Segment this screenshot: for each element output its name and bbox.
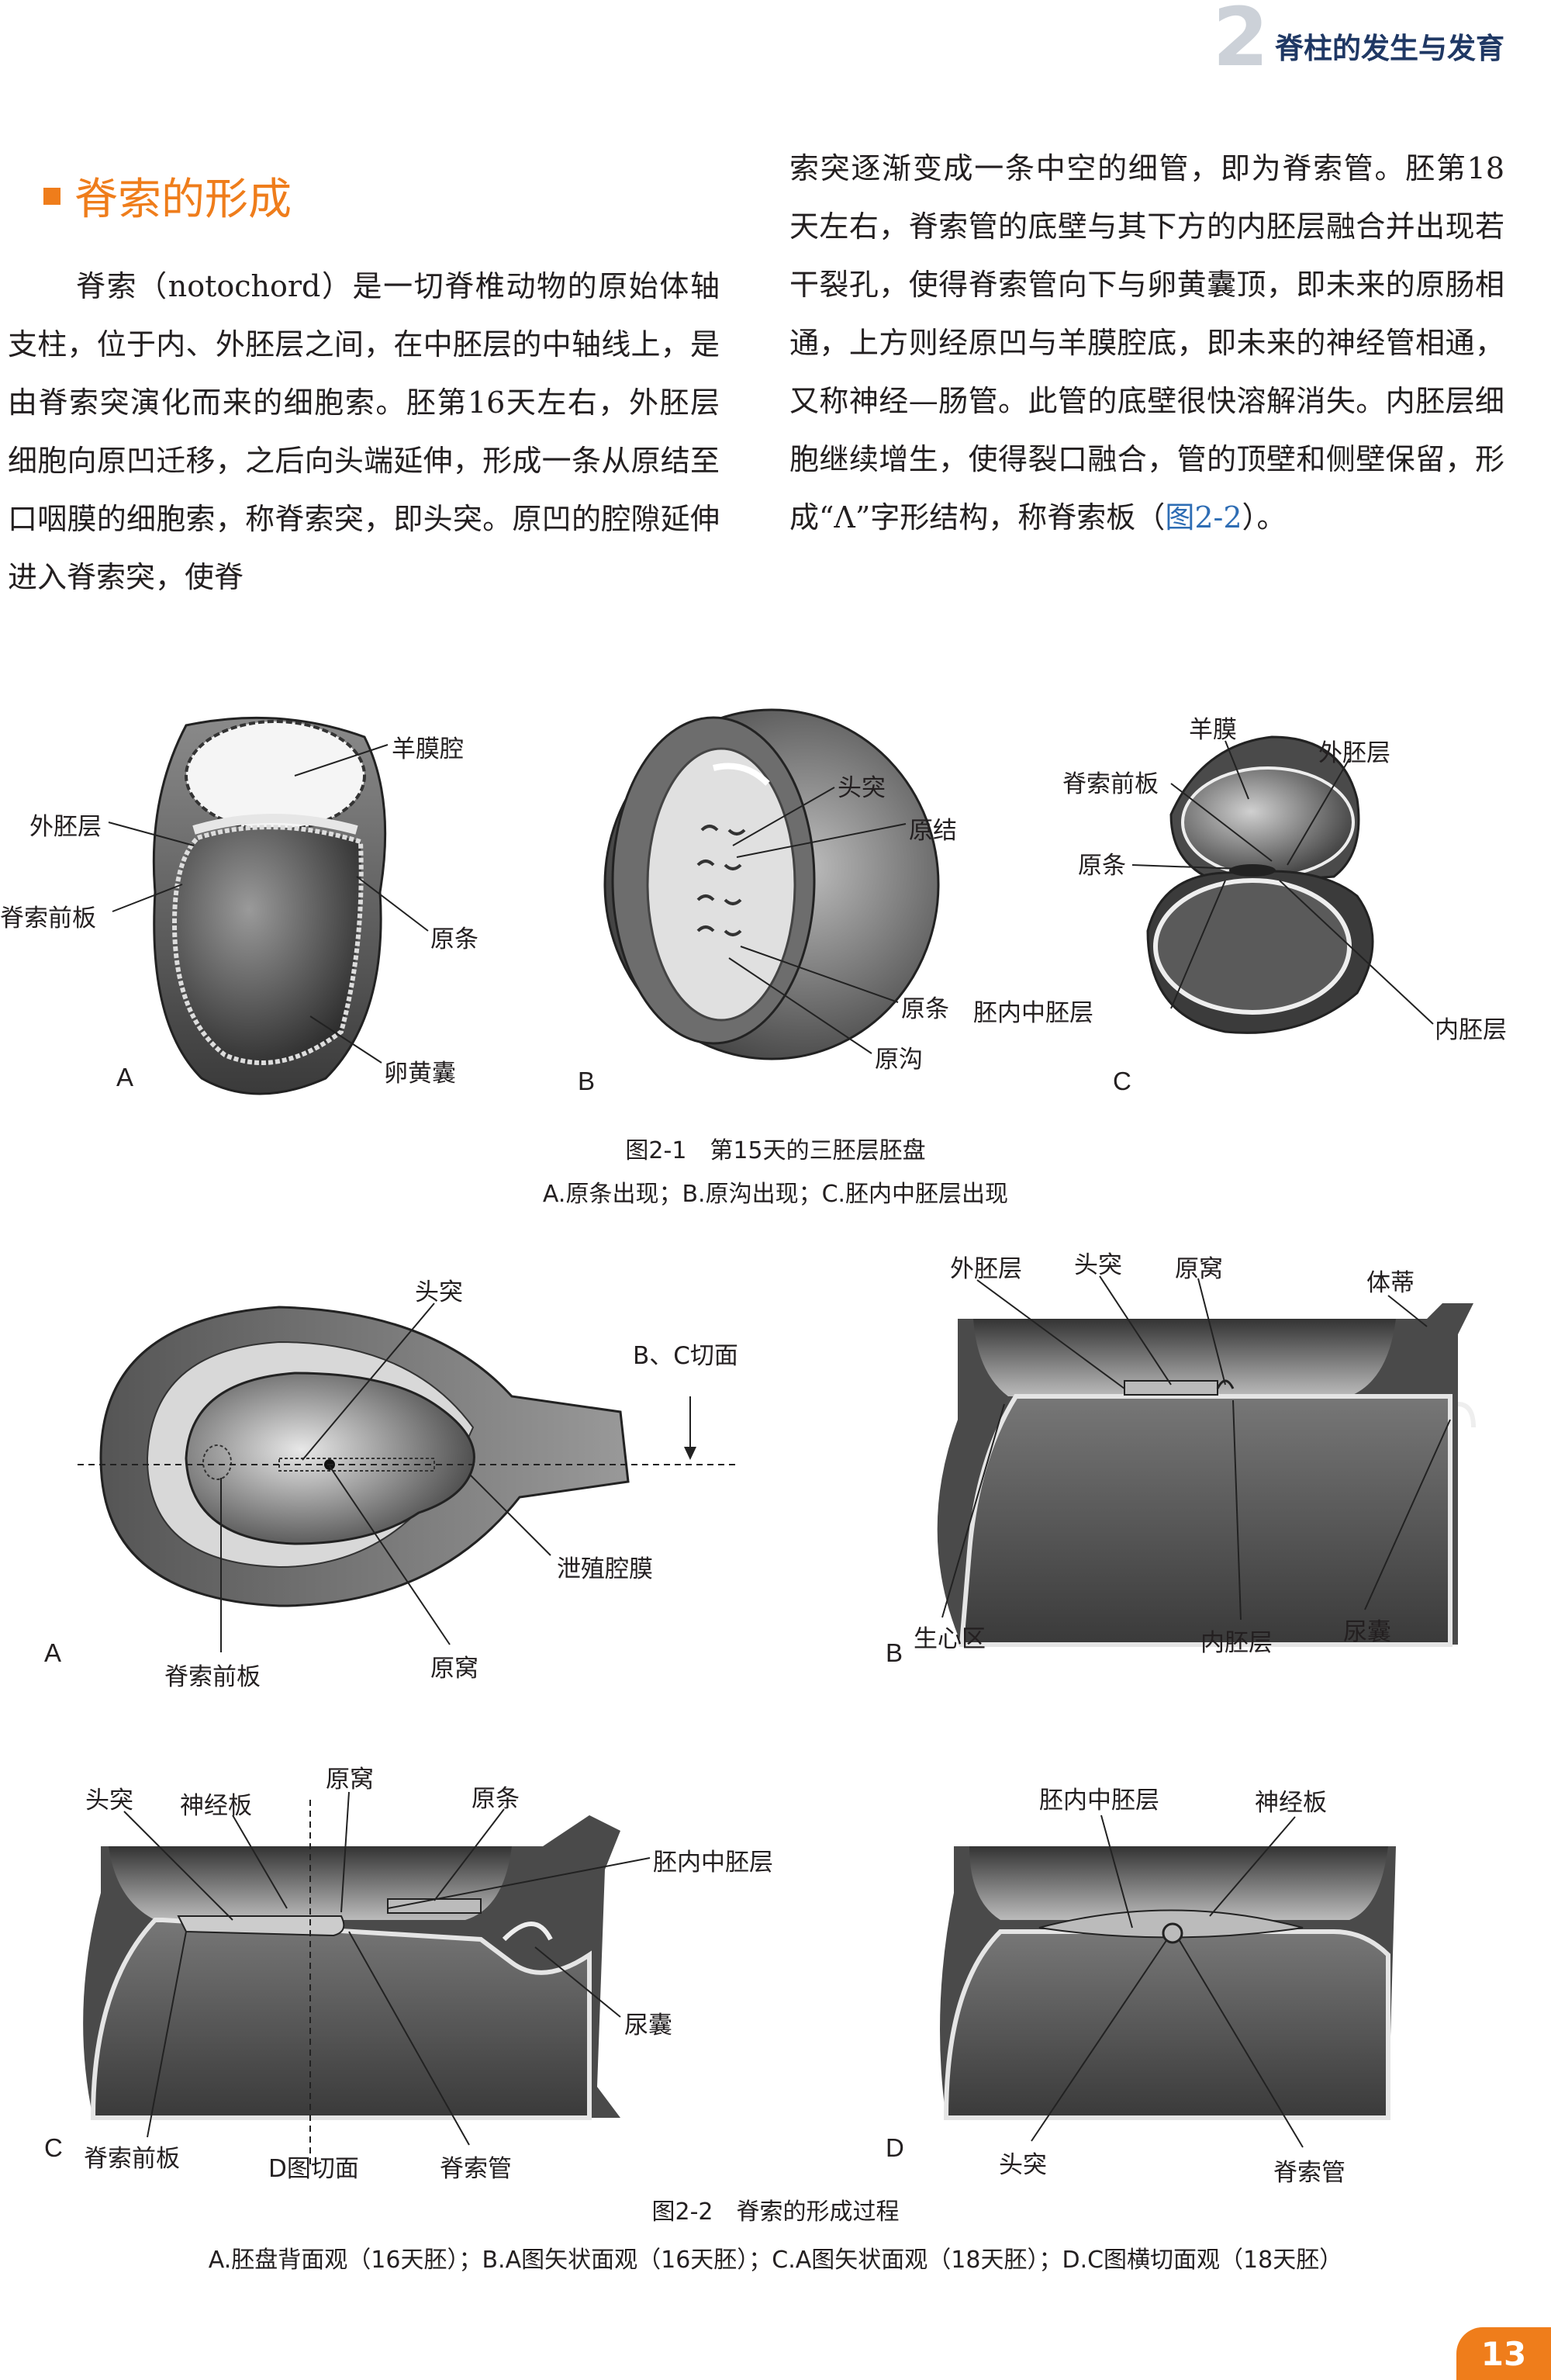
panel-letter-a: A <box>116 1063 134 1091</box>
label-endoderm: 内胚层 <box>1200 1629 1273 1657</box>
label-prechordal-plate: 脊索前板 <box>84 2145 180 2173</box>
section-title-text: 脊索的形成 <box>74 175 292 225</box>
figure2-panel-b: 外胚层 头突 原窝 体蒂 生心区 内胚层 尿囊 B <box>776 1241 1551 1707</box>
section-heading: 脊索的形成 <box>43 164 292 227</box>
figure2-panel-a: 头突 B、C切面 泄殖腔膜 脊索前板 原窝 A <box>0 1241 776 1707</box>
label-primitive-streak: 原条 <box>901 995 949 1023</box>
label-primitive-streak: 原条 <box>430 925 478 953</box>
label-allantois: 尿囊 <box>624 2012 672 2039</box>
label-notochordal-canal: 脊索管 <box>440 2155 512 2183</box>
paragraph-right-end: ）。 <box>1242 500 1287 534</box>
label-allantois: 尿囊 <box>1343 1618 1391 1646</box>
page-number: 13 <box>1456 2327 1551 2380</box>
embryo-disc-dorsal-view <box>78 1306 737 1607</box>
leader-lines-2c <box>123 1791 651 2146</box>
label-prechordal-plate: 脊索前板 <box>164 1663 261 1691</box>
label-intraembryonic-mesoderm: 胚内中胚层 <box>1039 1787 1159 1814</box>
label-cardiogenic-area: 生心区 <box>914 1625 986 1653</box>
transverse-section-18-day <box>940 1846 1396 2120</box>
embryo-disc-illustration-c <box>1146 735 1374 1034</box>
label-cloacal-membrane: 泄殖腔膜 <box>557 1555 653 1583</box>
panel-letter-d: D <box>886 2133 904 2162</box>
label-neural-plate: 神经板 <box>180 1792 252 1820</box>
figure1-caption-sub: A.原条出现；B.原沟出现；C.胚内中胚层出现 <box>542 1181 1009 1208</box>
label-bc-section-plane: B、C切面 <box>633 1342 738 1370</box>
label-amniotic-cavity: 羊膜腔 <box>392 735 464 763</box>
label-d-section-plane: D图切面 <box>268 2155 359 2183</box>
label-amnion: 羊膜 <box>1189 716 1237 744</box>
paragraph-right: 索突逐渐变成一条中空的细管，即为脊索管。胚第18天左右，脊索管的底壁与其下方的内… <box>789 140 1504 547</box>
label-prechordal-plate: 脊索前板 <box>1062 770 1159 798</box>
leader-lines-a <box>108 744 429 1064</box>
label-head-process: 头突 <box>838 774 886 802</box>
label-yolk-sac: 卵黄囊 <box>384 1060 456 1088</box>
label-notochordal-canal: 脊索管 <box>1273 2159 1345 2187</box>
label-primitive-streak: 原条 <box>1078 852 1126 880</box>
chapter-title: 脊柱的发生与发育 <box>1275 32 1504 65</box>
figure2-panel-c: 头突 神经板 原窝 原条 胚内中胚层 尿囊 脊索前板 D图切面 脊索管 C <box>0 1753 853 2188</box>
label-primitive-pit: 原窝 <box>430 1655 478 1683</box>
paragraph-right-main: 索突逐渐变成一条中空的细管，即为脊索管。胚第18天左右，脊索管的底壁与其下方的内… <box>789 151 1504 534</box>
label-primitive-groove: 原沟 <box>875 1046 923 1074</box>
panel-letter-b: B <box>578 1067 596 1095</box>
panel-letter-c: C <box>44 2133 63 2162</box>
panel-letter-b: B <box>886 1638 903 1667</box>
paragraph-left: 脊索（notochord）是一切脊椎动物的原始体轴支柱，位于内、外胚层之间，在中… <box>8 269 720 594</box>
label-head-process: 头突 <box>415 1278 463 1306</box>
label-head-process: 头突 <box>1074 1251 1122 1279</box>
label-intraembryonic-mesoderm: 胚内中胚层 <box>973 999 1093 1027</box>
panel-letter-c: C <box>1113 1067 1131 1095</box>
figure2-caption-sub: A.胚盘背面观（16天胚）；B.A图矢状面观（16天胚）；C.A图矢状面观（18… <box>208 2247 1343 2274</box>
label-primitive-node: 原结 <box>909 817 957 845</box>
sagittal-section-16-day <box>937 1303 1476 1647</box>
label-ectoderm: 外胚层 <box>29 813 102 841</box>
figure2-panel-d: 胚内中胚层 神经板 头突 脊索管 D <box>853 1753 1551 2188</box>
figure1-panel-c: 羊膜 外胚层 脊索前板 原条 胚内中胚层 内胚层 C <box>973 690 1551 1109</box>
embryo-disc-illustration-a <box>152 716 387 1095</box>
label-ectoderm: 外胚层 <box>1318 739 1390 767</box>
chapter-number: 2 <box>1212 0 1269 85</box>
sagittal-section-18-day <box>83 1800 621 2164</box>
figure1-panel-a: 羊膜腔 外胚层 脊索前板 原条 卵黄囊 A <box>0 690 558 1109</box>
figure1-panel-b: 头突 原结 原条 原沟 B <box>558 690 993 1109</box>
figure1-caption-title: 图2-1 第15天的三胚层胚盘 <box>625 1137 926 1164</box>
leader-lines-2b <box>941 1275 1451 1621</box>
figure2-caption-title: 图2-2 脊索的形成过程 <box>651 2198 900 2226</box>
figure-reference-link[interactable]: 图2-2 <box>1165 500 1242 534</box>
panel-letter-a: A <box>44 1638 62 1667</box>
label-endoderm: 内胚层 <box>1435 1016 1507 1044</box>
label-head-process: 头突 <box>85 1787 133 1814</box>
body-column-right: 索突逐渐变成一条中空的细管，即为脊索管。胚第18天左右，脊索管的底壁与其下方的内… <box>789 140 1504 547</box>
label-primitive-streak: 原条 <box>472 1785 520 1813</box>
body-column-left: 脊索（notochord）是一切脊椎动物的原始体轴支柱，位于内、外胚层之间，在中… <box>8 258 720 607</box>
label-head-process: 头突 <box>999 2151 1047 2179</box>
label-primitive-pit: 原窝 <box>326 1766 374 1794</box>
label-body-stalk: 体蒂 <box>1366 1269 1415 1297</box>
square-bullet-icon <box>43 187 60 205</box>
leader-lines-c <box>1131 740 1434 1025</box>
label-ectoderm: 外胚层 <box>950 1255 1022 1283</box>
leader-lines-b <box>728 787 907 1054</box>
label-neural-plate: 神经板 <box>1255 1789 1327 1817</box>
running-header: 2 脊柱的发生与发育 <box>1212 0 1504 85</box>
label-intraembryonic-mesoderm: 胚内中胚层 <box>653 1849 773 1877</box>
leader-lines-2d <box>1031 1814 1304 2148</box>
label-prechordal-plate: 脊索前板 <box>0 905 96 932</box>
leader-lines-2a <box>220 1302 551 1652</box>
